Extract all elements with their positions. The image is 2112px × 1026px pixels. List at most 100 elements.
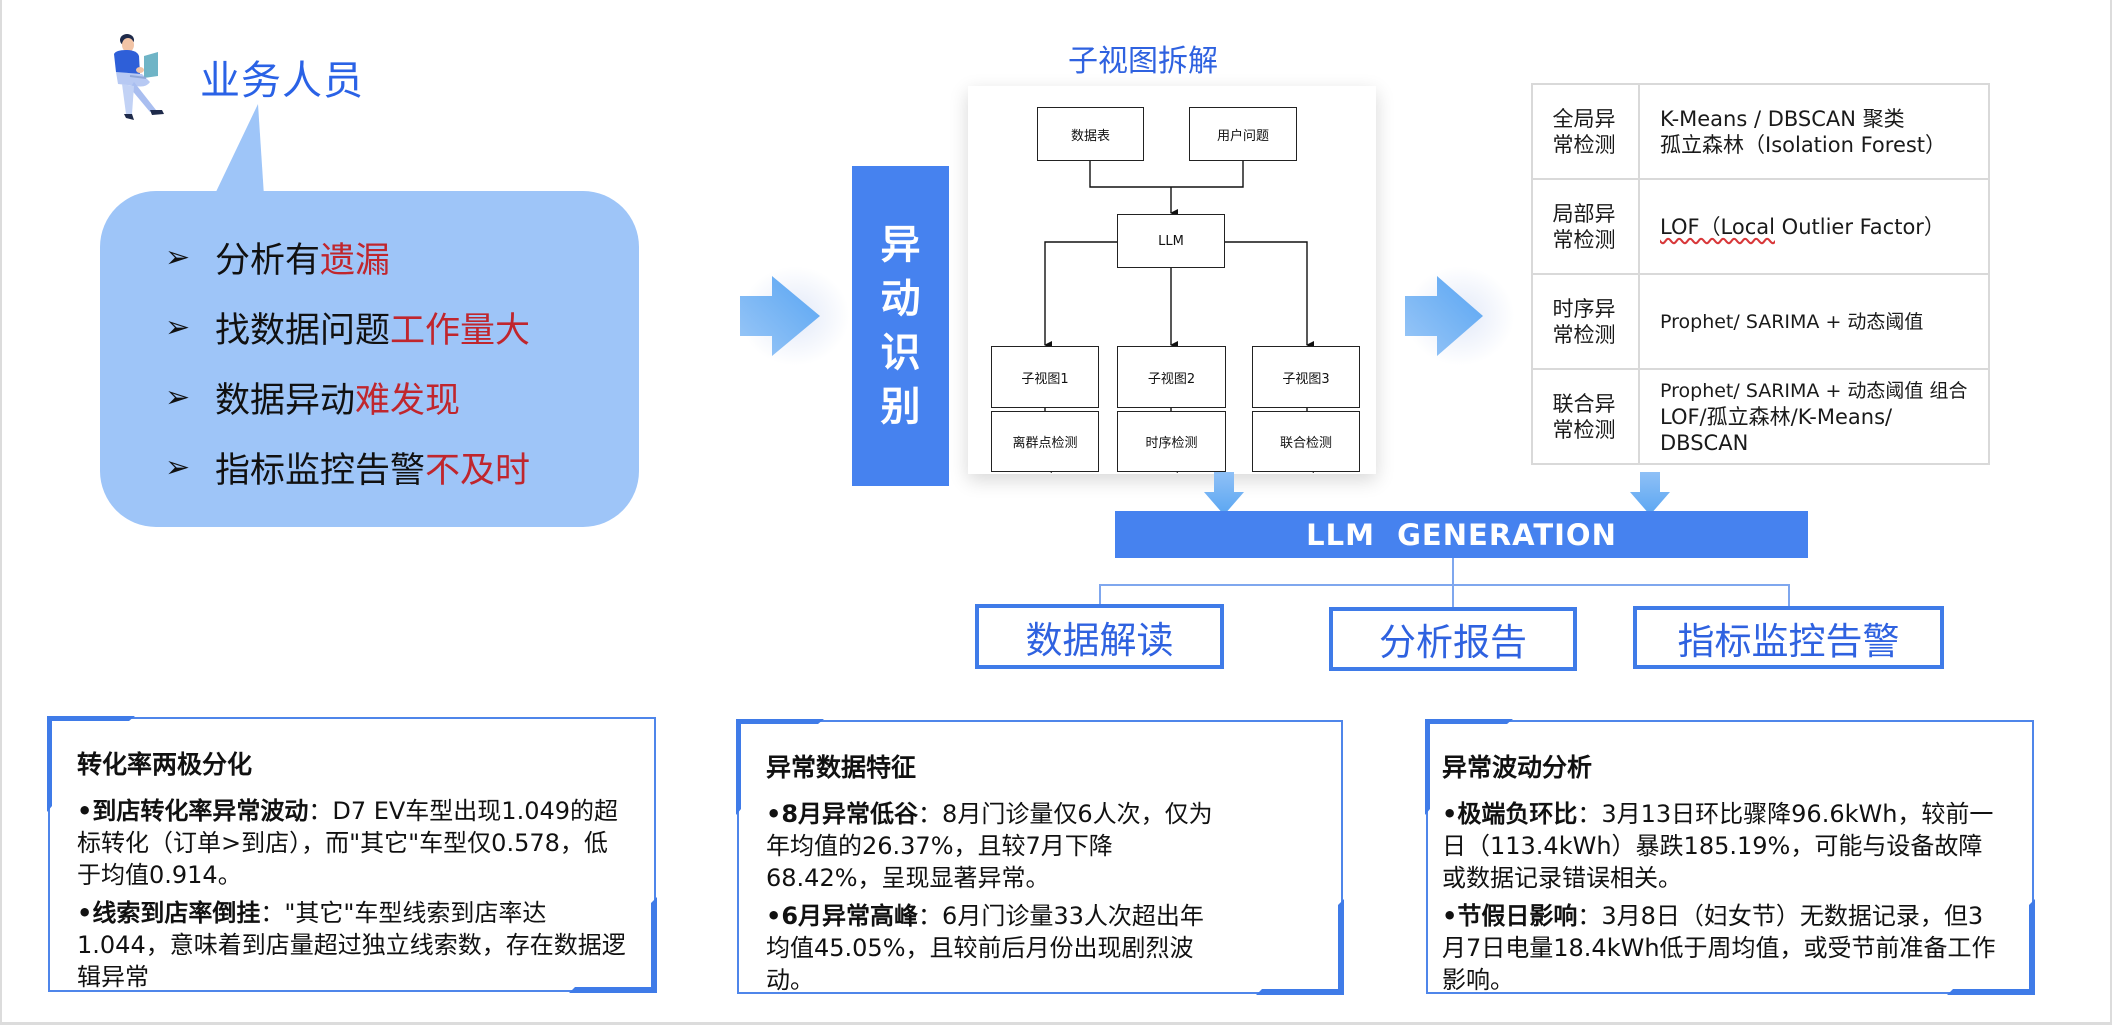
category-label: 时序异常检测 <box>1552 296 1616 347</box>
table-row: 时序异常检测 Prophet/ SARIMA + 动态阈值 <box>1531 273 1990 370</box>
subview-flowchart: 数据表 用户问题 LLM 子视图1 子视图2 子视图3 <box>968 86 1376 474</box>
insight-card-anomaly-features: 异常数据特征 •8月异常低谷：8月门诊量仅6人次，仅为年均值的26.37%，且较… <box>736 719 1344 996</box>
connector-line <box>1788 584 1790 606</box>
flow-node-joint-detection: 联合检测 <box>1252 411 1360 472</box>
method-line: LOF/孤立森林/K-Means/ <box>1660 404 1893 429</box>
arrow-bullet-icon: ➢ <box>165 449 191 485</box>
connector-line <box>1452 584 1454 607</box>
flow-node-user-question: 用户问题 <box>1189 107 1297 161</box>
card-item-label: •8月异常低谷 <box>766 800 919 828</box>
pain-points-bubble <box>100 191 639 527</box>
spellcheck-underline: LOF（Local <box>1660 214 1775 239</box>
pain-point-item: ➢ 数据异动难发现 <box>165 362 530 432</box>
flow-node-outlier-detection: 离群点检测 <box>991 411 1099 472</box>
corner-accent <box>1256 899 1344 995</box>
card-title: 转化率两极分化 <box>77 750 253 779</box>
method-description: Prophet/ SARIMA + 动态阈值 <box>1638 273 1990 370</box>
detection-methods-table: 全局异常检测 K-Means / DBSCAN 聚类 孤立森林（Isolatio… <box>1531 83 1990 465</box>
label-char: 识 <box>880 330 921 376</box>
card-item-label: •极端负环比 <box>1442 800 1578 828</box>
card-title: 异常数据特征 <box>766 753 917 782</box>
card-title: 异常波动分析 <box>1442 753 1593 782</box>
method-line: Prophet/ SARIMA + 动态阈值 组合 <box>1660 379 1968 402</box>
corner-accent <box>1947 899 2035 995</box>
arrow-bullet-icon: ➢ <box>165 379 191 415</box>
flow-node-subview-1: 子视图1 <box>991 346 1099 408</box>
flow-node-llm: LLM <box>1117 214 1225 268</box>
output-analysis-report[interactable]: 分析报告 <box>1329 607 1577 671</box>
insight-card-conversion: 转化率两极分化 •到店转化率异常波动：D7 EV车型出现1.049的超标转化（订… <box>47 716 657 993</box>
insight-card-fluctuation: 异常波动分析 •极端负环比：3月13日环比骤降96.6kWh，较前一日（113.… <box>1425 719 2035 996</box>
pain-points-list: ➢ 分析有遗漏 ➢ 找数据问题工作量大 ➢ 数据异动难发现 ➢ 指标监控告警不及… <box>165 222 530 502</box>
pain-point-item: ➢ 找数据问题工作量大 <box>165 292 530 362</box>
label-char: 动 <box>880 276 921 322</box>
card-item: •线索到店率倒挂："其它"车型线索到店率达1.044，意味着到店量超过独立线索数… <box>77 897 626 993</box>
method-description: Prophet/ SARIMA + 动态阈值 组合 LOF/孤立森林/K-Mea… <box>1638 368 1990 465</box>
method-line: K-Means / DBSCAN 聚类 <box>1660 106 1905 131</box>
card-item-text: ：6月门诊量33人次超出年均值45.05%，且较前后月份出现剧烈波动。 <box>766 902 1204 994</box>
card-item-label: •6月异常高峰 <box>766 902 919 930</box>
arrow-bullet-icon: ➢ <box>165 309 191 345</box>
llm-generation-bar: LLM GENERATION <box>1115 511 1808 558</box>
card-item: •8月异常低谷：8月门诊量仅6人次，仅为年均值的26.37%，且较7月下降68.… <box>766 798 1313 894</box>
output-metric-alert[interactable]: 指标监控告警 <box>1633 606 1944 669</box>
arrow-bullet-icon: ➢ <box>165 239 191 275</box>
corner-accent <box>1425 719 1513 815</box>
card-item-text: ："其它"车型线索到店率达1.044，意味着到店量超过独立线索数，存在数据逻辑异… <box>77 899 626 991</box>
category-label: 局部异常检测 <box>1552 201 1616 252</box>
connector-line <box>1452 558 1454 584</box>
card-item: •节假日影响：3月8日（妇女节）无数据记录，但3月7日电量18.4kWh低于周均… <box>1442 900 2004 996</box>
right-arrow-icon <box>730 256 850 376</box>
method-description: K-Means / DBSCAN 聚类 孤立森林（Isolation Fores… <box>1638 83 1990 180</box>
pain-point-highlight: 难发现 <box>355 380 461 421</box>
person-with-laptop-icon <box>114 34 164 120</box>
card-item: •6月异常高峰：6月门诊量33人次超出年均值45.05%，且较前后月份出现剧烈波… <box>766 900 1313 996</box>
connector-line <box>1099 584 1789 586</box>
speech-bubble-tail <box>214 104 264 196</box>
subview-decomposition-title: 子视图拆解 <box>1068 44 1218 79</box>
pain-point-item: ➢ 指标监控告警不及时 <box>165 432 530 502</box>
pain-point-highlight: 遗漏 <box>320 240 391 281</box>
down-arrow-icon <box>1630 472 1670 515</box>
corner-accent <box>47 716 135 812</box>
corner-accent <box>736 719 824 815</box>
down-arrow-icon <box>1204 472 1244 515</box>
pain-point-text: 找数据问题 <box>215 310 391 351</box>
flow-node-subview-3: 子视图3 <box>1252 346 1360 408</box>
pain-point-text: 数据异动 <box>215 380 356 421</box>
label-char: 异 <box>880 222 921 268</box>
card-item-text: ：8月门诊量仅6人次，仅为年均值的26.37%，且较7月下降68.42%，呈现显… <box>766 800 1213 892</box>
pain-point-text: 分析有 <box>215 240 321 281</box>
method-line: DBSCAN <box>1660 430 1749 455</box>
table-row: 局部异常检测 LOF（Local Outlier Factor） <box>1531 178 1990 275</box>
flow-node-data-table: 数据表 <box>1037 107 1144 161</box>
flow-node-subview-2: 子视图2 <box>1117 346 1226 408</box>
anomaly-recognition-label: 异 动 识 别 <box>852 166 949 486</box>
persona-title: 业务人员 <box>200 58 364 104</box>
method-category: 全局异常检测 <box>1531 83 1640 180</box>
card-item-text: ：3月13日环比骤降96.6kWh，较前一日（113.4kWh）暴跌185.19… <box>1442 800 1994 892</box>
flow-node-timeseries-detection: 时序检测 <box>1117 411 1226 472</box>
pain-point-highlight: 工作量大 <box>390 310 531 351</box>
card-item-label: •节假日影响 <box>1442 902 1578 930</box>
table-row: 联合异常检测 Prophet/ SARIMA + 动态阈值 组合 LOF/孤立森… <box>1531 368 1990 465</box>
method-category: 局部异常检测 <box>1531 178 1640 275</box>
card-item-label: •线索到店率倒挂 <box>77 899 261 927</box>
category-label: 联合异常检测 <box>1552 391 1616 442</box>
pain-point-highlight: 不及时 <box>425 450 531 491</box>
card-item-label: •到店转化率异常波动 <box>77 797 309 825</box>
method-line: LOF（Local Outlier Factor） <box>1660 214 1945 239</box>
corner-accent <box>569 897 657 993</box>
label-char: 别 <box>880 384 921 430</box>
card-item: •极端负环比：3月13日环比骤降96.6kWh，较前一日（113.4kWh）暴跌… <box>1442 798 2004 894</box>
card-item-text: ：3月8日（妇女节）无数据记录，但3月7日电量18.4kWh低于周均值，或受节前… <box>1442 902 1996 994</box>
output-data-interpretation[interactable]: 数据解读 <box>975 604 1224 669</box>
right-arrow-icon <box>1395 256 1515 376</box>
connector-line <box>1099 584 1101 604</box>
pain-point-item: ➢ 分析有遗漏 <box>165 222 530 292</box>
method-category: 时序异常检测 <box>1531 273 1640 370</box>
method-category: 联合异常检测 <box>1531 368 1640 465</box>
pain-point-text: 指标监控告警 <box>215 450 426 491</box>
category-label: 全局异常检测 <box>1552 106 1616 157</box>
card-item-text: ：D7 EV车型出现1.049的超标转化（订单>到店），而"其它"车型仅0.57… <box>77 797 619 889</box>
